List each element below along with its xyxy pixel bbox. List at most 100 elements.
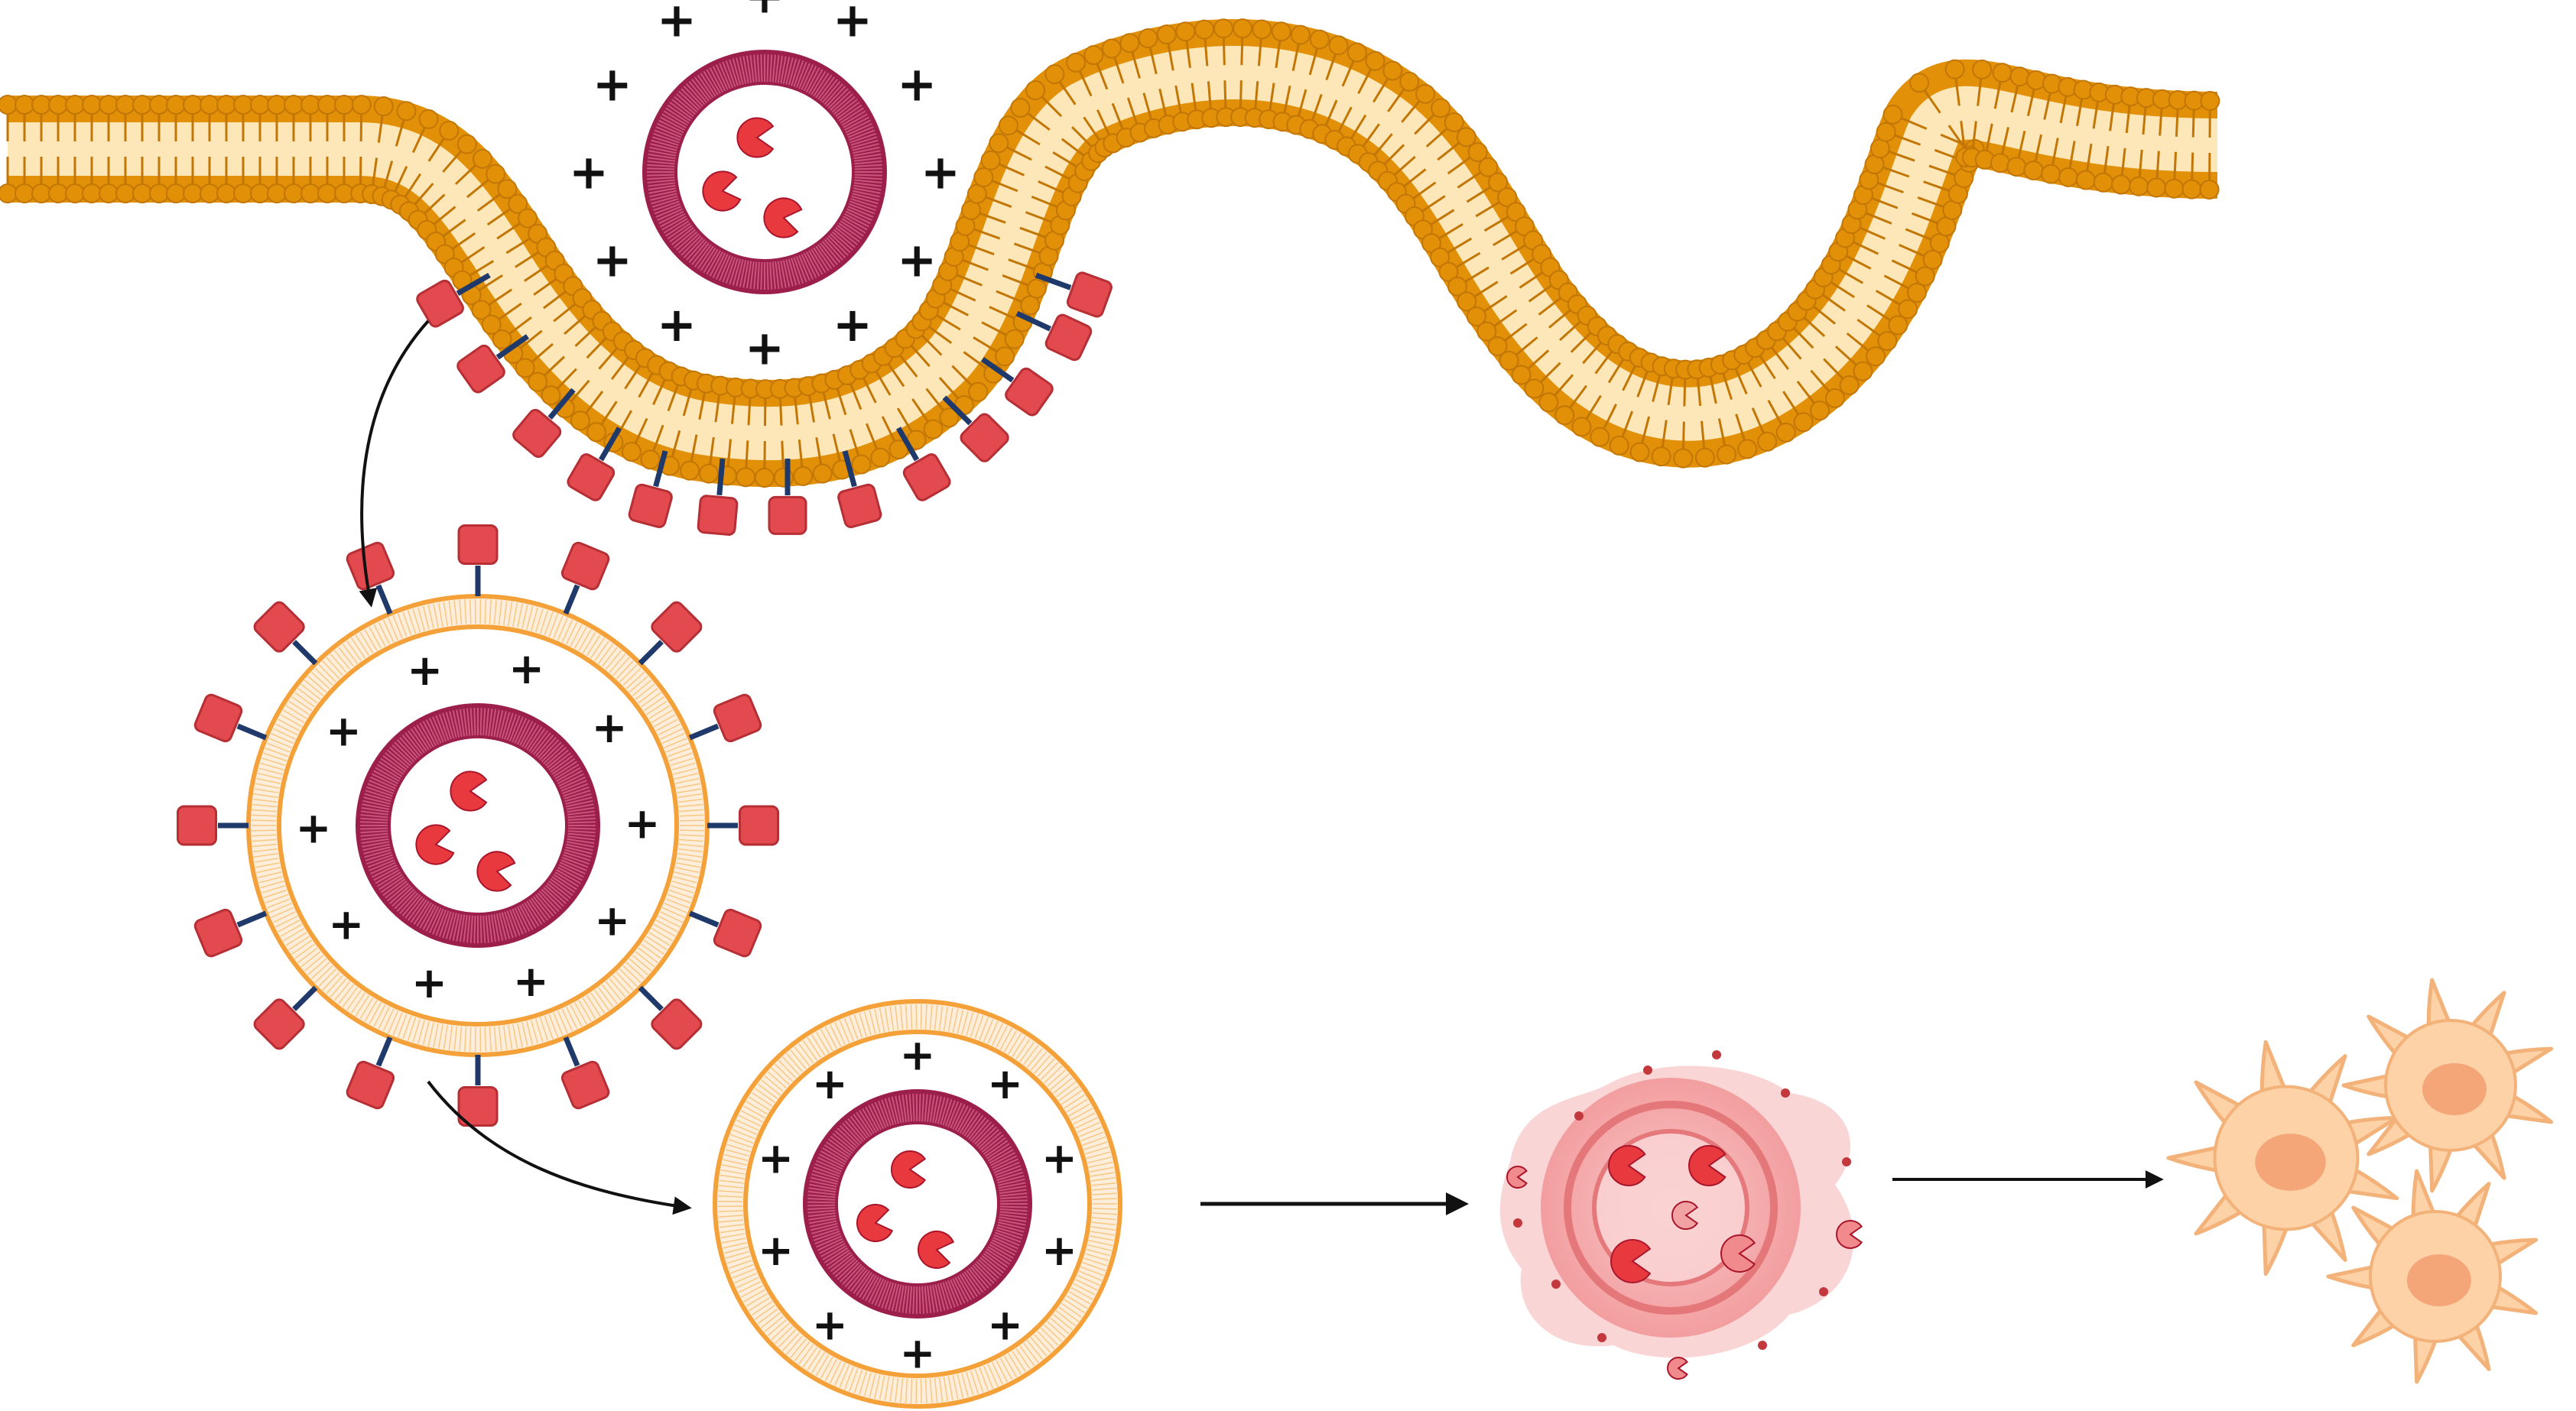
coat-lipid: [598, 987, 614, 1007]
coat-lipid: [678, 843, 703, 848]
coat-lipid: [829, 1024, 842, 1047]
lipid-bristle: [993, 1161, 1020, 1174]
coat-lipid: [1083, 1257, 1108, 1267]
coat-lipid: [443, 1024, 448, 1049]
lipid-head: [200, 95, 219, 115]
lipid-bristle: [360, 832, 388, 837]
lipid-bristle: [364, 848, 391, 858]
lipid-bristle: [891, 1283, 899, 1312]
coat-lipid: [619, 663, 638, 683]
positive-charge-icon: +: [411, 959, 447, 1008]
lipid-head: [317, 95, 337, 115]
coat-lipid: [412, 608, 421, 633]
lipid-head: [267, 95, 287, 115]
lipid-head: [1793, 412, 1814, 433]
lipid-head: [1757, 431, 1778, 452]
coat-lipid: [920, 1378, 922, 1403]
lipid-bristle: [676, 231, 698, 251]
lipid-bristle: [817, 76, 836, 100]
coat-lipid: [253, 852, 278, 858]
lipid-bristle: [432, 716, 444, 743]
lipid-bristle: [370, 776, 396, 790]
lipid-bristle: [986, 1248, 1010, 1265]
coat-lipid: [1090, 1177, 1116, 1182]
coat-lipid: [674, 773, 699, 780]
coat-lipid: [1047, 1069, 1066, 1087]
coat-lipid: [388, 617, 399, 641]
lipid-head: [1382, 60, 1403, 81]
lipid-bristle: [650, 143, 677, 151]
coat-lipid: [899, 1378, 904, 1403]
lipid-bristle: [986, 1143, 1010, 1160]
lipid-bristle: [372, 864, 398, 878]
lipid-bristle: [566, 800, 593, 808]
coat-lipid: [544, 1015, 554, 1040]
cargo-icon: [891, 1150, 927, 1189]
lipid-bristle: [850, 198, 878, 208]
lipid-bristle: [488, 709, 493, 736]
lipid-bristle: [851, 139, 879, 149]
coat-lipid: [629, 675, 648, 693]
lipid-bristle: [878, 1280, 889, 1307]
coat-lipid: [957, 1009, 964, 1034]
coat-lipid: [493, 1027, 497, 1052]
lipid-bristle: [788, 58, 797, 86]
receptor-head: [567, 453, 616, 501]
coat-lipid: [924, 1004, 927, 1030]
lipid-bristle: [539, 739, 560, 761]
lipid-bristle: [929, 1095, 935, 1123]
coat-lipid: [761, 1079, 781, 1096]
lipid-bristle: [856, 1111, 872, 1136]
lipid-bristle: [836, 1127, 859, 1148]
receptor-head: [457, 1086, 499, 1127]
lipid-bristle: [772, 54, 776, 83]
lipid-bristle: [380, 876, 404, 894]
coat-lipid: [874, 1008, 881, 1033]
coat-lipid: [382, 619, 395, 643]
lipid-bristle: [961, 1111, 978, 1135]
positive-charge-icon: +: [900, 1031, 936, 1081]
coat-lipid: [778, 1059, 797, 1079]
coat-lipid: [598, 644, 614, 664]
lipid-bristle: [531, 897, 549, 921]
lipid-bristle: [495, 913, 504, 941]
lipid-head: [508, 193, 528, 214]
coat-lipid: [1053, 1077, 1073, 1094]
coat-lipid: [601, 984, 618, 1004]
lipid-bristle: [838, 104, 862, 122]
lipid-head: [166, 183, 186, 203]
coat-lipid: [326, 657, 343, 676]
lipid-bristle: [801, 254, 814, 280]
lipid-bristle: [808, 250, 823, 275]
lipid-bristle: [456, 913, 463, 942]
lipid-bristle: [524, 724, 540, 749]
lipid-bristle: [466, 915, 471, 943]
lipid-bristle: [479, 915, 482, 943]
coat-lipid: [667, 894, 691, 903]
lipid-bristle: [853, 1270, 871, 1294]
lipid-bristle: [404, 896, 424, 919]
lipid-bristle: [788, 258, 797, 286]
lipid-bristle: [493, 913, 500, 942]
lipid-bristle: [739, 260, 747, 287]
lipid-bristle: [921, 1286, 925, 1314]
coat-lipid: [427, 605, 434, 629]
cargo-icon: [1608, 1145, 1646, 1186]
coat-lipid: [378, 1006, 390, 1030]
coat-lipid: [531, 1020, 538, 1044]
lipid-head: [492, 329, 512, 350]
coat-lipid: [679, 838, 704, 842]
coat-lipid: [678, 798, 703, 803]
coat-lipid: [820, 1029, 833, 1052]
lipid-bristle: [410, 728, 427, 752]
lipid-bristle: [833, 96, 856, 115]
lipid-bristle: [826, 237, 846, 258]
lipid-bristle: [818, 1240, 845, 1254]
lipid-bristle: [803, 252, 817, 278]
coat-lipid: [676, 783, 701, 789]
coat-lipid: [675, 777, 700, 784]
coat-lipid: [267, 898, 291, 909]
coat-lipid: [952, 1375, 959, 1400]
lipid-head: [0, 95, 18, 115]
positive-charge-icon: +: [900, 1329, 936, 1379]
